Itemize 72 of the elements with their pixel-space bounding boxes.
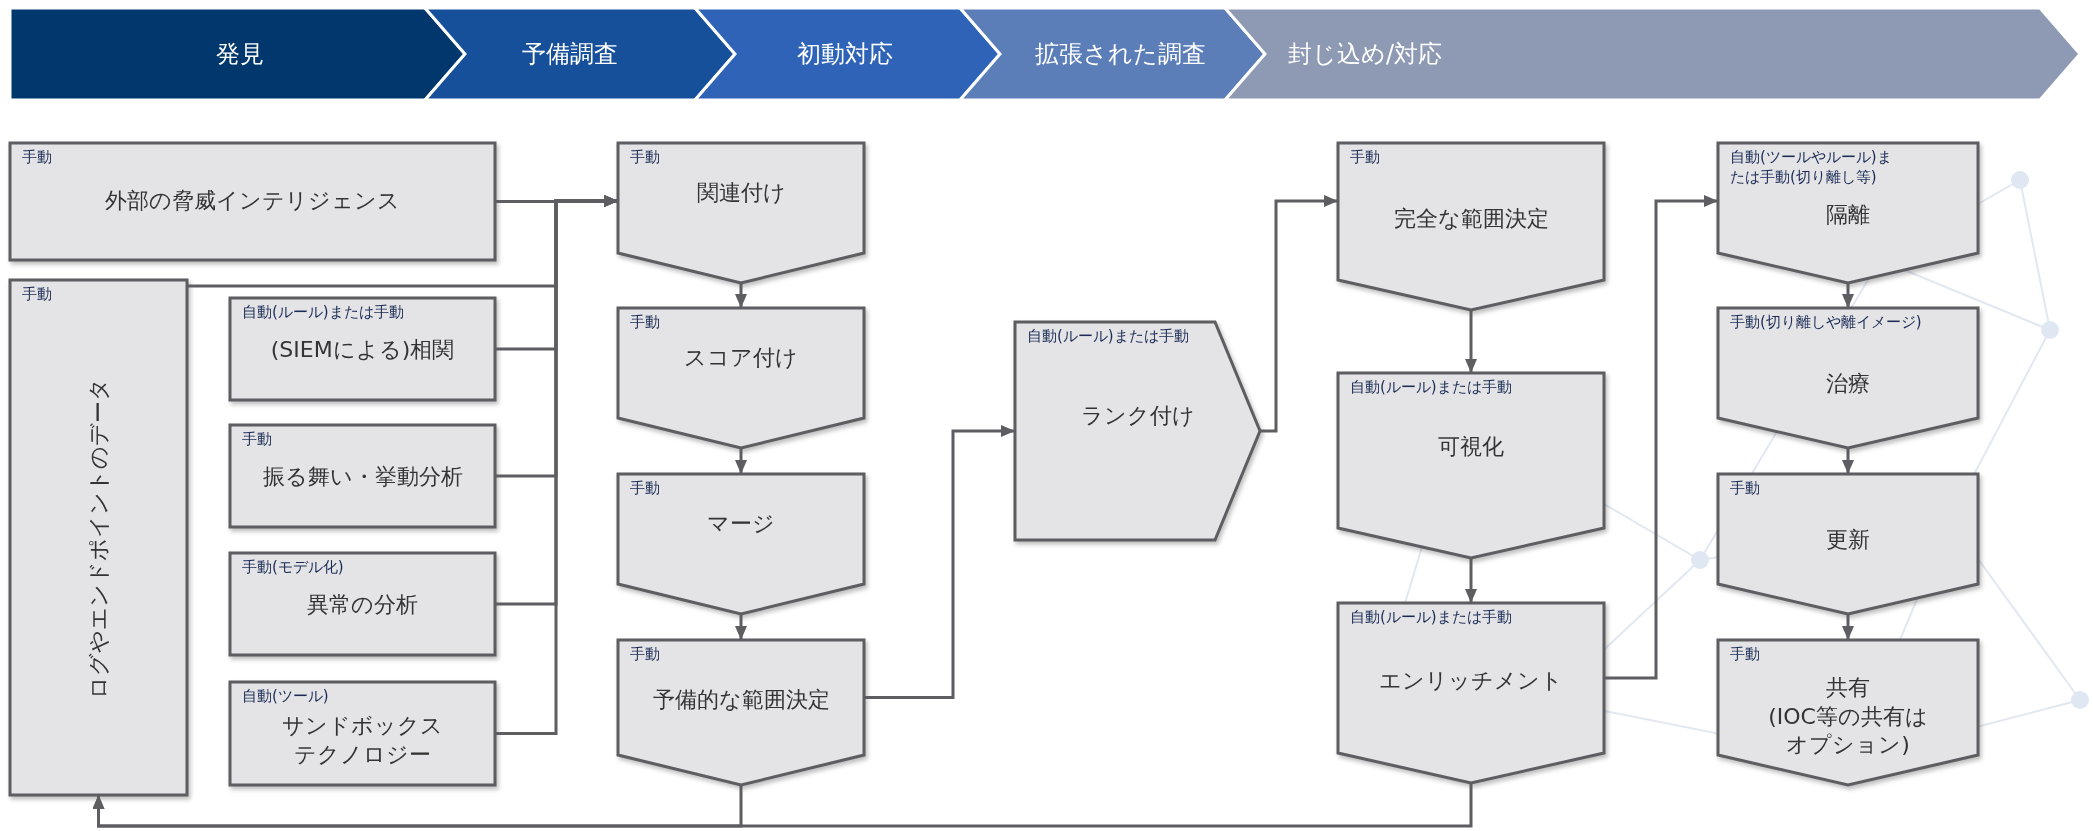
step-pentagon (1718, 308, 1978, 448)
step-text: 関連付け (696, 179, 786, 207)
arrow (1465, 310, 1477, 373)
mode-label: 手動 (22, 148, 52, 168)
step-text: スコア付け (684, 344, 798, 372)
step-box (230, 553, 495, 655)
step-text: エンリッチメント (1379, 667, 1563, 695)
mode-label: 手動 (242, 430, 272, 450)
arrow (1842, 448, 1854, 474)
step-text: 異常の分析 (307, 591, 418, 619)
mode-label: 手動 (630, 479, 660, 499)
mode-label: 手動 (630, 313, 660, 333)
step-box (10, 280, 187, 795)
step-box (230, 425, 495, 527)
mode-label: 自動(ルール)または手動 (1350, 378, 1512, 398)
step-text: マージ (707, 510, 775, 538)
step-pentagon (618, 143, 864, 283)
arrow (1465, 558, 1477, 603)
phase-title: 封じ込め/対応 (1287, 39, 1443, 70)
step-pentagon (1338, 143, 1604, 310)
step-text: 完全な範囲決定 (1393, 205, 1549, 233)
arrow (1604, 195, 1718, 680)
step-text: サンドボックステクノロジー (281, 712, 444, 769)
step-text: 隔離 (1826, 201, 1870, 229)
step-text: (IOC等の共有はオプション) (1767, 702, 1929, 760)
mode-label: 手動 (630, 148, 660, 168)
step-text: 治療 (1826, 370, 1870, 398)
step-text: (SIEMによる)相関 (270, 336, 455, 364)
mode-label: 自動(ツール) (242, 687, 329, 707)
step-text: 予備的な範囲決定 (652, 686, 830, 714)
step-pentagon (1718, 474, 1978, 614)
step-pentagon (1338, 373, 1604, 558)
mode-label: 手動 (1350, 148, 1380, 168)
arrow (1842, 283, 1854, 308)
step-text: 共有 (1825, 674, 1871, 702)
step-pentagon (618, 640, 864, 785)
step-pentagon (1015, 322, 1260, 540)
mode-label: 自動(ルール)または手動 (1350, 608, 1512, 628)
phase-banner (10, 8, 465, 100)
step-pentagon (1338, 603, 1604, 783)
arrow (735, 614, 747, 640)
arrow (735, 283, 747, 308)
phase-banner (1225, 8, 2080, 100)
mode-label: 手動 (1730, 479, 1760, 499)
step-pentagon (618, 308, 864, 448)
arrow (1842, 614, 1854, 640)
phase-title: 発見 (216, 39, 264, 70)
step-box (230, 682, 495, 785)
arrow (92, 783, 1473, 828)
arrow (1260, 195, 1338, 433)
mode-label: 自動(ルール)または手動 (242, 303, 404, 323)
step-text: ランク付け (1080, 402, 1195, 430)
step-pentagon (618, 474, 864, 614)
mode-label: 手動 (630, 645, 660, 665)
step-box (10, 143, 495, 260)
arrow (735, 448, 747, 474)
mode-label: 手動 (22, 285, 52, 305)
step-text: 外部の脅威インテリジェンス (105, 187, 400, 215)
phase-title: 拡張された調査 (1034, 39, 1206, 70)
mode-label: 手動(モデル化) (242, 558, 344, 578)
mode-label: 自動(ルール)または手動 (1027, 327, 1189, 347)
step-text: 可視化 (1438, 433, 1504, 461)
step-text: 更新 (1826, 526, 1870, 554)
mode-label: 自動(ツールやルール)または手動(切り離し等) (1730, 148, 1893, 187)
step-text: 振る舞い・挙動分析 (262, 463, 463, 491)
step-text: ログやエンドポイントのデータ (84, 377, 112, 698)
mode-label: 手動(切り離しや離イメージ) (1730, 313, 1922, 333)
step-box (230, 298, 495, 400)
mode-label: 手動 (1730, 645, 1760, 665)
step-pentagon (1718, 640, 1978, 785)
arrow (864, 425, 1015, 699)
step-pentagon (1718, 143, 1978, 283)
